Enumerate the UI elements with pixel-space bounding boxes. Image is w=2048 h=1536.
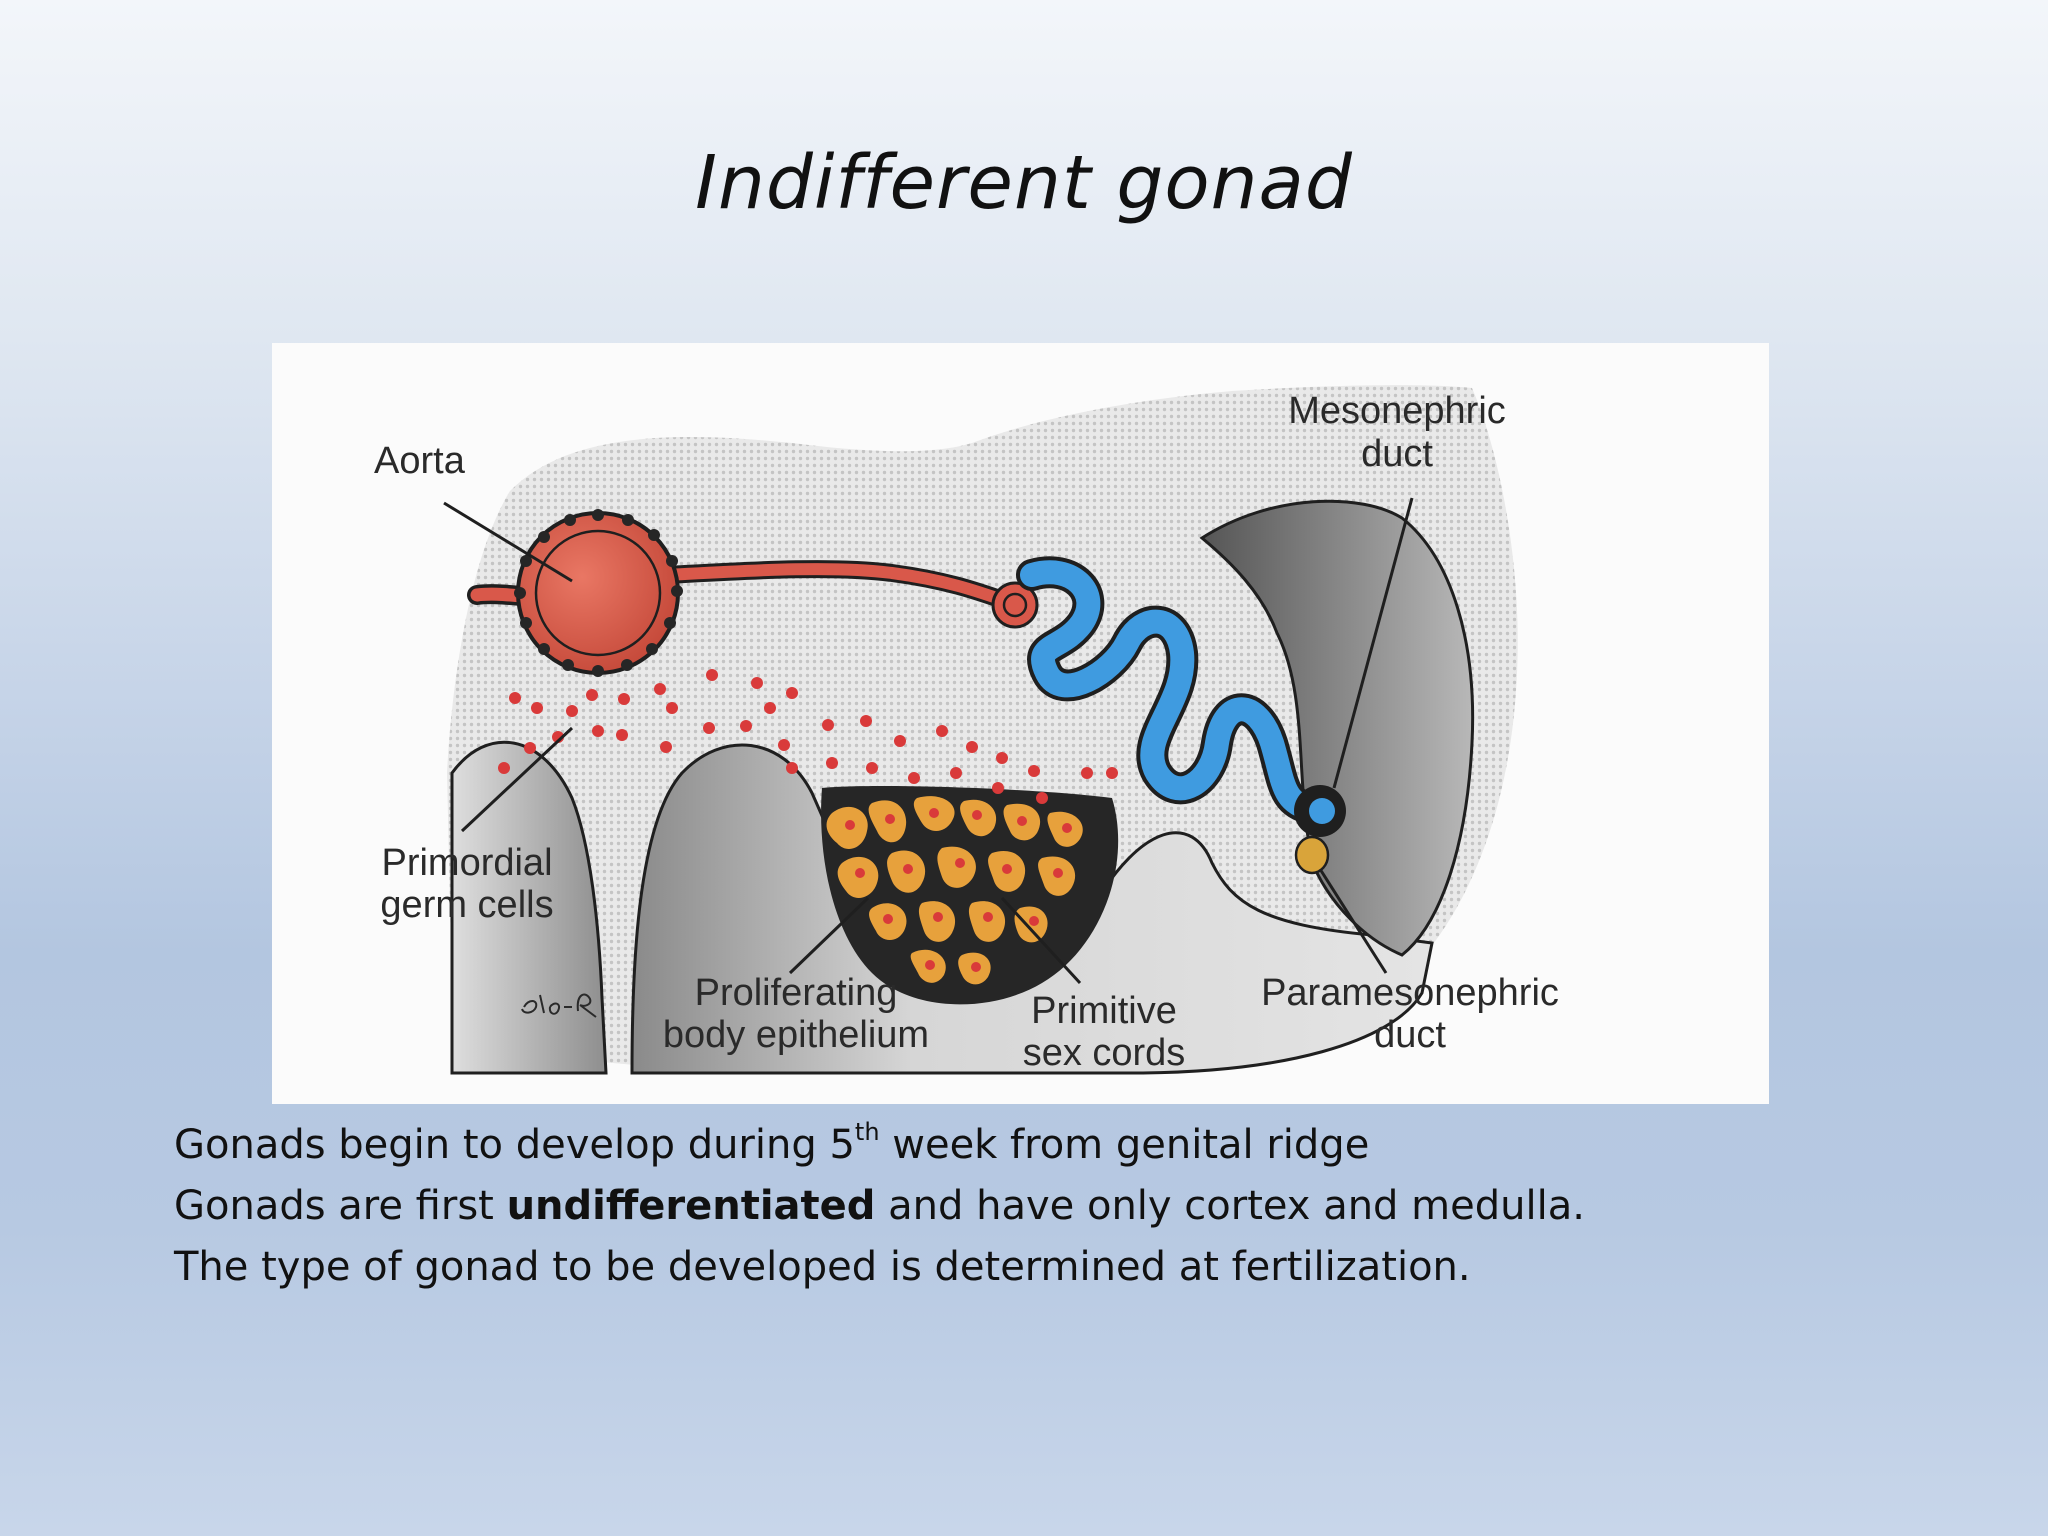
label-proliferating-line2: body epithelium (663, 1014, 929, 1056)
paramesonephric-duct (1294, 835, 1330, 875)
mesonephric-duct-leader (1332, 497, 1414, 789)
aorta-leader (443, 501, 573, 583)
body-line-1-text: Gonads begin to develop during 5 (174, 1122, 855, 1168)
label-proliferating-line1: Proliferating (695, 972, 898, 1014)
artist-signature (521, 993, 597, 1018)
label-primitive-line2: sex cords (1023, 1032, 1186, 1074)
primordial-germ-cells (498, 669, 1118, 804)
indifferent-gonad-diagram: Aorta Mesonephric duct Primordial germ c… (272, 343, 1769, 1104)
label-paramesonephric-line2: duct (1374, 1014, 1446, 1056)
body-line-2-bold: undifferentiated (506, 1183, 876, 1229)
aorta-vessel (514, 509, 683, 677)
body-line-3: The type of gonad to be developed is det… (174, 1244, 1471, 1290)
label-primordial-line2: germ cells (380, 884, 553, 926)
label-primitive-line1: Primitive (1031, 990, 1177, 1032)
body-line-1: Gonads begin to develop during 5th week … (174, 1115, 1974, 1176)
glomerulus (991, 581, 1039, 629)
label-primordial-line1: Primordial (381, 842, 552, 884)
slide-title: Indifferent gonad (695, 140, 1353, 226)
label-mesonephric-line2: duct (1361, 433, 1433, 475)
germ-cells-in-cords (845, 808, 1072, 972)
body-line-1-superscript: th (854, 1118, 880, 1146)
left-ridge (450, 740, 608, 1075)
body-line-2-text-end: and have only cortex and medulla. (875, 1183, 1585, 1229)
body-line-2-text: Gonads are first (174, 1183, 507, 1229)
paramesonephric-duct-leader (1318, 868, 1388, 974)
label-aorta: Aorta (374, 440, 466, 482)
label-paramesonephric-line1: Paramesonephric (1261, 972, 1559, 1014)
sex-cords-leader (1000, 896, 1082, 985)
label-mesonephric-line1: Mesonephric (1288, 390, 1506, 432)
proliferating-epithelium-leader (788, 896, 870, 975)
primordial-germ-cells-leader (460, 726, 574, 833)
slide-body-text: Gonads begin to develop during 5th week … (174, 1115, 1974, 1298)
body-line-2: Gonads are first undifferentiated and ha… (174, 1176, 1974, 1237)
body-line-1-text-end: week from genital ridge (879, 1122, 1370, 1168)
mesonephros (1199, 499, 1475, 957)
